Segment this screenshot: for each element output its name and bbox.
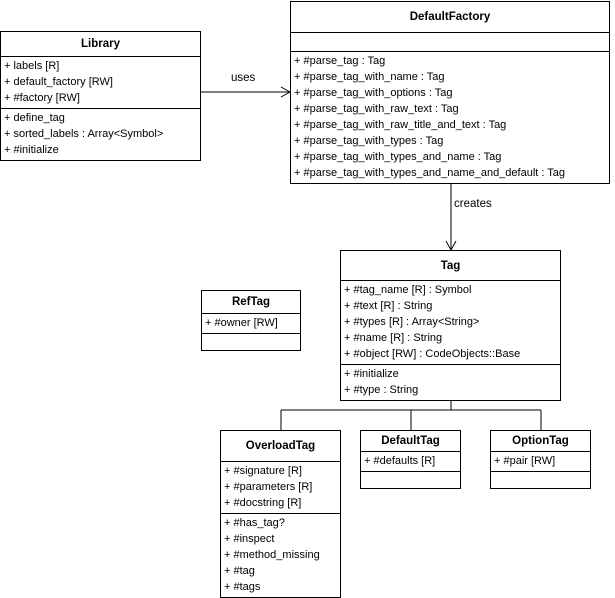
class-name: DefaultTag	[361, 431, 460, 452]
method-row: + #method_missing	[224, 549, 320, 561]
method-row: + #initialize	[4, 144, 59, 156]
attribute-row: + #owner [RW]	[205, 317, 278, 329]
class-option-tag[interactable]: OptionTag + #pair [RW]	[490, 430, 591, 489]
method-row: + #parse_tag_with_types_and_name : Tag	[294, 151, 502, 163]
class-name: Library	[1, 32, 200, 57]
attributes-section: + #tag_name [R] : Symbol + #text [R] : S…	[341, 281, 560, 365]
class-default-factory[interactable]: DefaultFactory + #parse_tag : Tag + #par…	[290, 1, 610, 184]
attributes-section: + #signature [R] + #parameters [R] + #do…	[221, 462, 340, 514]
methods-section	[361, 472, 460, 488]
attribute-row: + #tag_name [R] : Symbol	[344, 284, 472, 296]
attribute-row: + #parameters [R]	[224, 481, 313, 493]
class-name: Tag	[341, 251, 560, 281]
method-row: + #parse_tag_with_types : Tag	[294, 135, 444, 147]
class-name: OptionTag	[491, 431, 590, 452]
method-row: + #parse_tag_with_options : Tag	[294, 87, 453, 99]
methods-section: + #has_tag? + #inspect + #method_missing…	[221, 514, 340, 597]
attributes-section: + #owner [RW]	[202, 314, 300, 334]
method-row: + #has_tag?	[224, 517, 285, 529]
methods-section: + #initialize + #type : String	[341, 365, 560, 400]
attribute-row: + #pair [RW]	[494, 455, 556, 467]
class-library[interactable]: Library + labels [R] + default_factory […	[0, 31, 201, 161]
attribute-row: + #types [R] : Array<String>	[344, 316, 480, 328]
class-default-tag[interactable]: DefaultTag + #defaults [R]	[360, 430, 461, 489]
method-row: + #type : String	[344, 384, 419, 396]
attributes-section: + #defaults [R]	[361, 452, 460, 472]
method-row: + #parse_tag_with_raw_text : Tag	[294, 103, 459, 115]
attribute-row: + labels [R]	[4, 60, 60, 72]
methods-section: + define_tag + sorted_labels : Array<Sym…	[1, 109, 200, 160]
creates-label: creates	[454, 198, 492, 210]
attribute-row: + default_factory [RW]	[4, 76, 113, 88]
method-row: + #inspect	[224, 533, 275, 545]
method-row: + #parse_tag_with_name : Tag	[294, 71, 445, 83]
class-overload-tag[interactable]: OverloadTag + #signature [R] + #paramete…	[220, 430, 341, 598]
method-row: + #parse_tag : Tag	[294, 55, 386, 67]
method-row: + #parse_tag_with_types_and_name_and_def…	[294, 167, 566, 179]
attribute-row: + #defaults [R]	[364, 455, 436, 467]
attribute-row: + #docstring [R]	[224, 497, 302, 509]
class-name: RefTag	[202, 291, 300, 314]
attribute-row: + #object [RW] : CodeObjects::Base	[344, 348, 521, 360]
methods-section	[202, 334, 300, 350]
attribute-row: + #text [R] : String	[344, 300, 433, 312]
class-name: OverloadTag	[221, 431, 340, 462]
attribute-row: + #name [R] : String	[344, 332, 443, 344]
method-row: + #tag	[224, 565, 255, 577]
method-row: + #initialize	[344, 368, 399, 380]
methods-section: + #parse_tag : Tag + #parse_tag_with_nam…	[291, 52, 609, 183]
attribute-row: + #signature [R]	[224, 465, 302, 477]
method-row: + #parse_tag_with_raw_title_and_text : T…	[294, 119, 507, 131]
uses-label: uses	[231, 72, 256, 84]
attributes-section: + labels [R] + default_factory [RW] + #f…	[1, 57, 200, 109]
attributes-section	[291, 33, 609, 52]
method-row: + define_tag	[4, 112, 65, 124]
method-row: + sorted_labels : Array<Symbol>	[4, 128, 164, 140]
class-tag[interactable]: Tag + #tag_name [R] : Symbol + #text [R]…	[340, 250, 561, 401]
method-row: + #tags	[224, 581, 261, 593]
class-name: DefaultFactory	[291, 2, 609, 33]
attribute-row: + #factory [RW]	[4, 92, 80, 104]
attributes-section: + #pair [RW]	[491, 452, 590, 472]
class-ref-tag[interactable]: RefTag + #owner [RW]	[201, 290, 301, 351]
methods-section	[491, 472, 590, 488]
